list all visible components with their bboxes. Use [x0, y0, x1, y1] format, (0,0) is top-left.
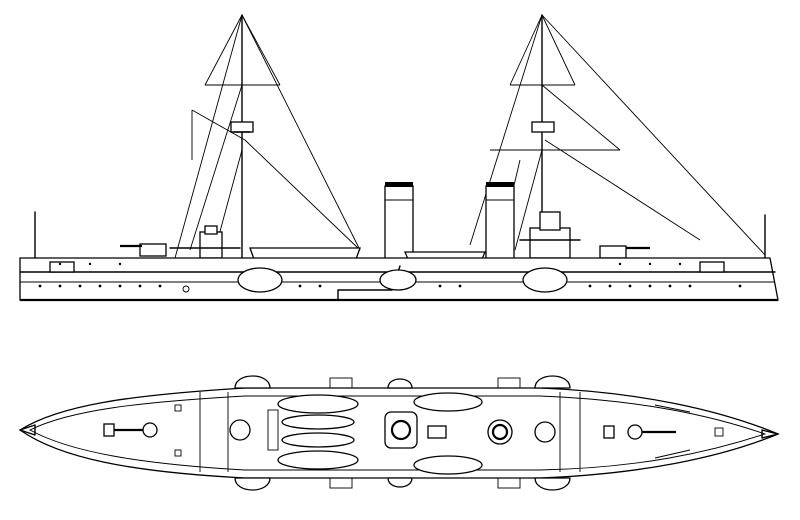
stern-tip [761, 429, 779, 439]
portholes [38, 262, 742, 288]
deck-plan [18, 375, 780, 491]
deck-fittings [174, 377, 724, 489]
sponsons [234, 375, 571, 491]
bow-tip [19, 424, 36, 436]
main-guns-plan [103, 419, 676, 443]
boats-plan [277, 392, 483, 475]
side-profile [19, 14, 779, 302]
fore-bridge [169, 225, 241, 259]
rigging [174, 14, 766, 259]
funnel-aft [485, 182, 515, 269]
hull-profile [19, 257, 779, 302]
funnels-plan [384, 411, 513, 449]
fore-mast [214, 14, 254, 263]
aft-bridge [519, 211, 581, 259]
